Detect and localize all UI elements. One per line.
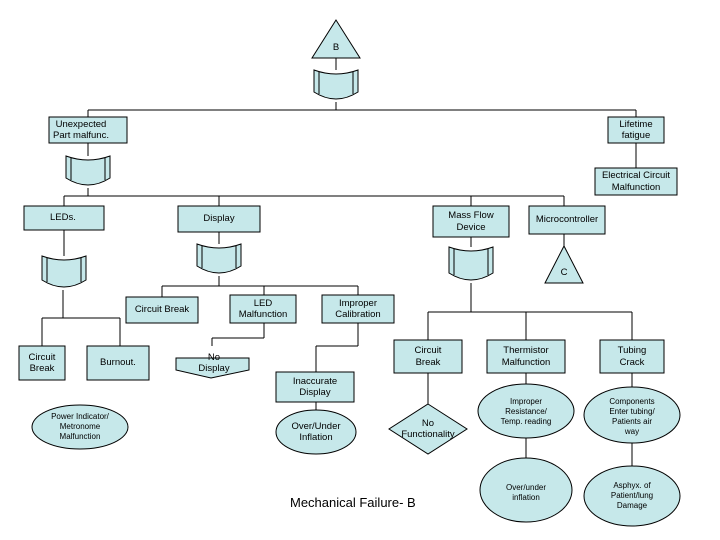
node-electrical-circuit bbox=[594, 167, 678, 196]
node-display bbox=[177, 205, 261, 233]
connector-lines bbox=[41, 58, 637, 466]
label-circuit-break-left: Circuit Break bbox=[28, 351, 56, 375]
label-inaccurate-display: Inaccurate Display bbox=[292, 375, 338, 399]
or-gate-unexpected bbox=[65, 155, 111, 186]
or-gate-leds bbox=[41, 255, 87, 288]
node-mass-flow bbox=[432, 205, 510, 238]
node-tubing-crack bbox=[599, 339, 665, 374]
or-gate-display bbox=[196, 243, 242, 274]
label-cb-right: Circuit Break bbox=[414, 345, 442, 368]
label-electrical-circuit: Electrical Circuit Malfunction bbox=[601, 170, 671, 193]
label-improper-resistance: Improper Resistance/ Temp. reading bbox=[500, 397, 552, 426]
label-tubing-crack: Tubing Crack bbox=[617, 345, 647, 368]
label-asphyxiation: Asphyx. of Patient/lung Damage bbox=[610, 481, 654, 510]
transfer-triangle-c bbox=[544, 244, 584, 284]
transfer-triangle-b bbox=[311, 19, 361, 59]
label-microcontroller: Microcontroller bbox=[535, 214, 599, 226]
label-thermistor: Thermistor Malfunction bbox=[501, 345, 551, 368]
label-display: Display bbox=[203, 213, 235, 225]
label-power-indicator: Power Indicator/ Metronome Malfunction bbox=[51, 412, 109, 441]
label-burnout: Burnout. bbox=[100, 357, 136, 369]
or-gate-top bbox=[313, 69, 359, 100]
node-asphyxiation bbox=[583, 465, 681, 527]
node-burnout bbox=[86, 345, 150, 381]
label-unexpected-part: Unexpected Part malfunc. bbox=[53, 118, 109, 142]
label-no-functionality: No Functionality bbox=[401, 417, 455, 441]
node-no-functionality bbox=[388, 403, 468, 455]
node-components-enter bbox=[583, 386, 681, 444]
label-lifetime-fatigue: Lifetime fatigue bbox=[619, 118, 653, 142]
node-power-indicator bbox=[31, 404, 129, 450]
label-leds: LEDs. bbox=[50, 212, 76, 224]
node-no-display bbox=[175, 357, 250, 379]
logic-gates bbox=[41, 69, 494, 288]
node-circuit-break-mid bbox=[125, 296, 199, 324]
label-over-under-inflation-2: Over/under inflation bbox=[505, 483, 547, 502]
node-microcontroller bbox=[528, 205, 606, 235]
node-thermistor bbox=[486, 339, 566, 374]
diagram-caption: Mechanical Failure- B bbox=[290, 495, 416, 510]
label-mass-flow: Mass Flow Device bbox=[448, 210, 494, 233]
node-over-under-inflation bbox=[275, 409, 357, 455]
label-no-display: No Display bbox=[198, 351, 230, 375]
node-leds bbox=[23, 205, 105, 231]
label-improper-calibration: Improper Calibration bbox=[335, 297, 381, 321]
node-improper-calibration bbox=[321, 294, 395, 324]
node-improper-resistance bbox=[477, 383, 575, 439]
label-top-event: B bbox=[332, 42, 340, 54]
label-led-malfunction: LED Malfunction bbox=[238, 297, 288, 321]
node-unexpected-part bbox=[48, 116, 128, 144]
or-gate-massflow bbox=[448, 246, 494, 281]
label-over-under-inflation: Over/Under Inflation bbox=[291, 420, 341, 444]
node-inaccurate-display bbox=[275, 371, 355, 403]
label-components-enter: Components Enter tubing/ Patients air wa… bbox=[609, 397, 655, 436]
label-circuit-break-mid: Circuit Break bbox=[134, 304, 190, 316]
node-led-malfunction bbox=[229, 294, 297, 324]
node-circuit-break-left bbox=[18, 345, 66, 381]
node-lifetime-fatigue bbox=[607, 116, 665, 144]
node-over-under-inflation-2 bbox=[479, 457, 573, 523]
label-transfer-c: C bbox=[560, 267, 568, 279]
node-cb-right bbox=[393, 339, 463, 374]
